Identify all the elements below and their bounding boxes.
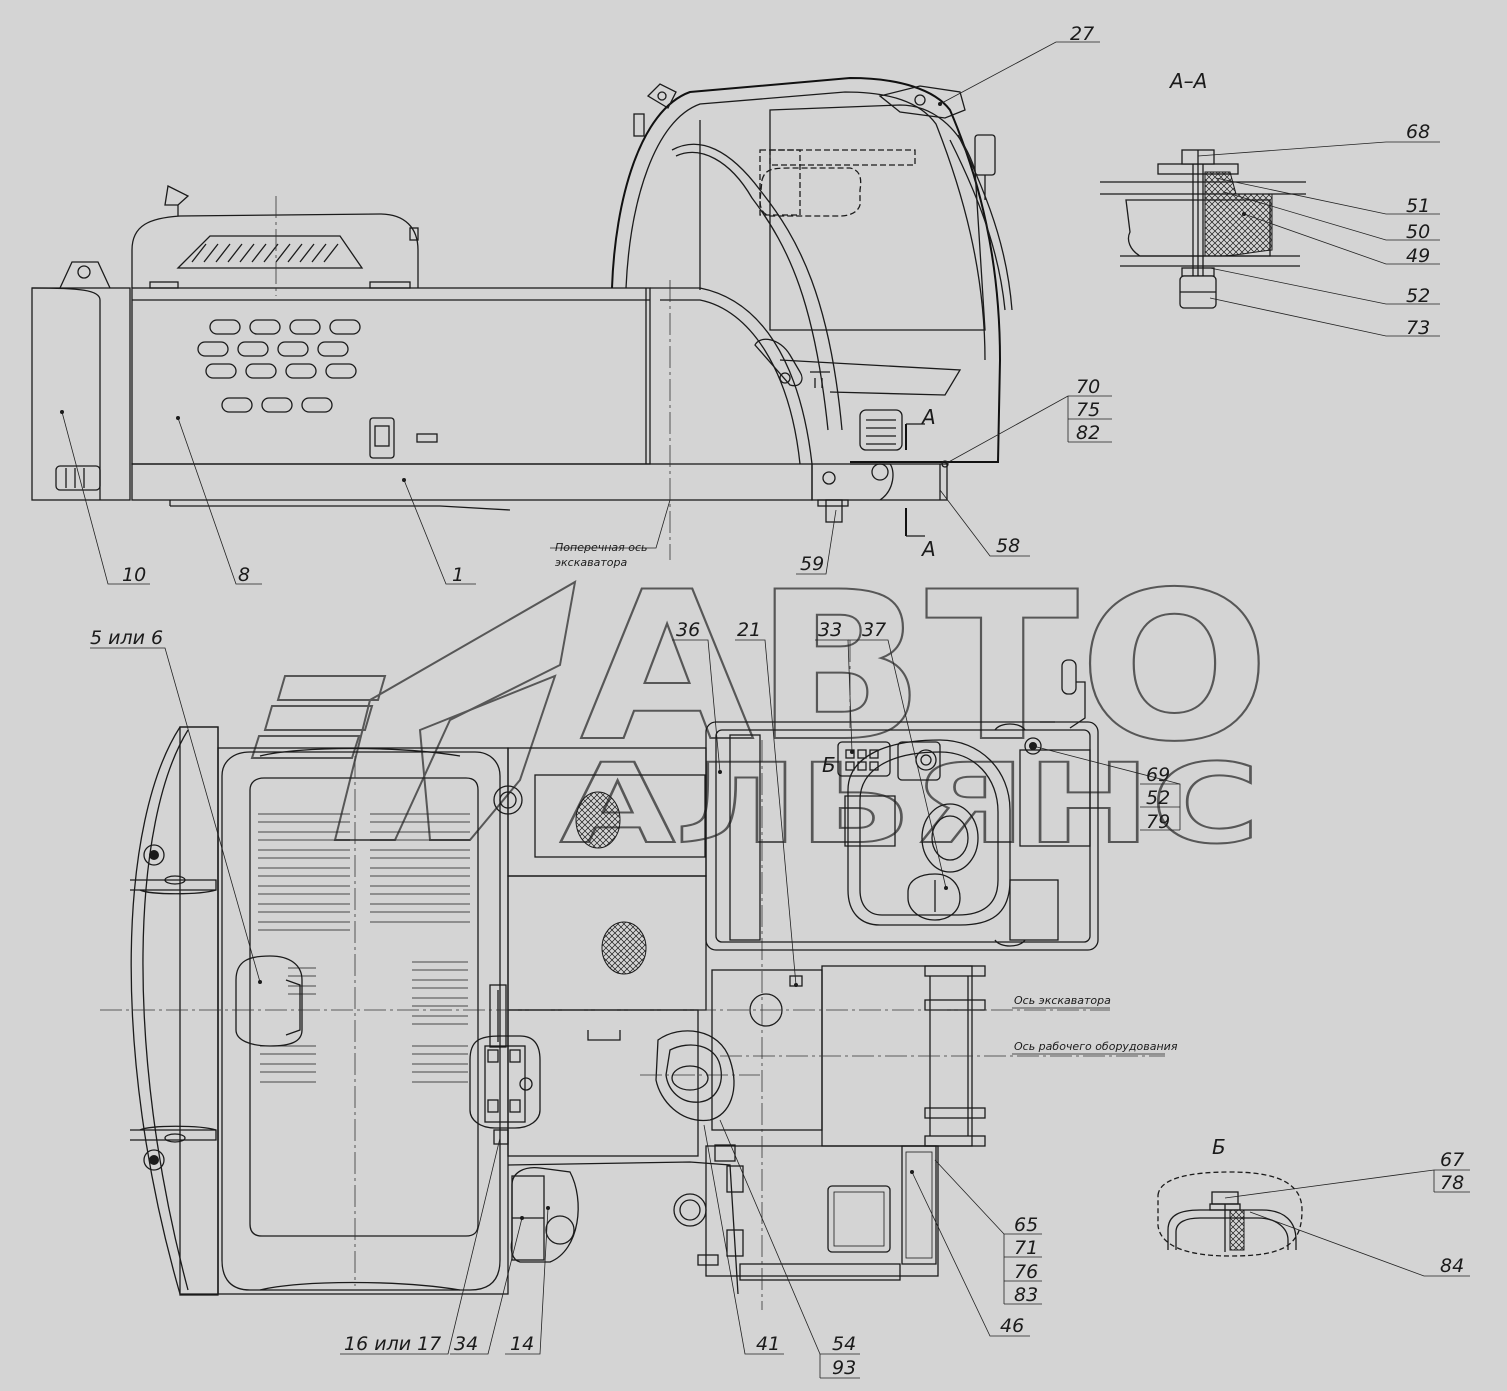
callout-65: 65 [1014,1214,1038,1236]
callout-52-aa: 52 [1406,285,1430,307]
callout-27: 27 [1070,23,1094,45]
hood-plan-louvers-left [258,813,350,1083]
callout-5-or-6: 5 или 6 [90,627,163,649]
battery-disconnect-block [469,1035,541,1129]
step-plate-side [901,1145,937,1265]
engine-hood-side [131,185,419,289]
callout-71: 71 [1014,1237,1038,1259]
cabin-side [611,76,1013,463]
callout-36: 36 [676,619,700,641]
side-panel-louvers [197,319,361,413]
callout-70: 70 [1076,376,1100,398]
callout-83: 83 [1014,1284,1038,1306]
engine-hood-plan [217,747,509,1295]
watermark-line2: АЛЬЯНС [560,740,1260,868]
frame-side [811,460,949,523]
leader-lines [61,41,1470,1379]
counterweight-side [31,261,131,501]
callout-78: 78 [1440,1172,1464,1194]
section-mark-b: Б [822,753,836,777]
callout-10: 10 [122,564,146,586]
callout-21: 21 [737,619,761,641]
side-view: А А [31,76,1013,561]
callout-73: 73 [1406,317,1430,339]
callout-46: 46 [1000,1315,1024,1337]
watermark-stripes-icon [250,580,577,841]
transverse-axis-note-2: экскаватора [555,556,627,569]
callout-68: 68 [1406,121,1430,143]
callout-69: 69 [1146,764,1170,786]
watermark-logo: АВТО АЛЬЯНС [250,548,1271,869]
section-aa: А–А [1100,69,1306,309]
callout-59: 59 [800,553,824,575]
counterweight-bolt-icon [143,1149,165,1171]
callout-8: 8 [238,564,250,586]
transverse-axis-note-1: Поперечная ось [555,541,648,554]
detail-b: Б [1157,1135,1303,1257]
callout-79: 79 [1146,811,1170,833]
cabin-plan [705,640,1099,951]
excavator-axis-note: Ось экскаватора [1014,994,1111,1007]
section-marker-top: А [905,405,936,450]
callout-41: 41 [756,1333,780,1355]
callout-76: 76 [1014,1261,1038,1283]
callout-67: 67 [1440,1149,1464,1171]
callout-34: 34 [454,1333,478,1355]
section-marker-bottom: А [905,508,936,561]
callout-14: 14 [510,1333,534,1355]
callout-75: 75 [1076,399,1100,421]
body-side-panel [131,287,813,511]
detail-b-title: Б [1212,1135,1226,1159]
callout-54: 54 [832,1333,856,1355]
callout-labels: 27 68 51 50 49 52 73 70 75 82 58 59 10 8… [90,23,1464,1379]
counterweight-bolt-icon [143,844,165,866]
hood-vent-slots [191,243,339,263]
callout-dots [60,102,1246,1220]
hood-plan-louvers-right [370,813,470,1083]
section-aa-title: А–А [1168,69,1207,93]
step-plate-front [827,1185,891,1253]
swing-drive [640,1030,760,1122]
callout-84: 84 [1440,1255,1464,1277]
callout-1: 1 [452,564,464,586]
fuel-tank-hump [645,287,813,465]
callout-51: 51 [1406,195,1430,217]
section-mark-a-top: А [920,405,936,429]
counterweight-plan [130,726,219,1296]
callout-82: 82 [1076,422,1100,444]
callout-49: 49 [1406,245,1430,267]
callout-16-or-17: 16 или 17 [344,1333,441,1355]
callout-37: 37 [862,619,886,641]
callout-58: 58 [996,535,1020,557]
callout-93: 93 [832,1357,856,1379]
section-mark-a-bottom: А [920,537,936,561]
callout-52-top: 52 [1146,787,1170,809]
callout-50: 50 [1406,221,1430,243]
callout-33: 33 [818,619,842,641]
work-equipment-axis-note: Ось рабочего оборудования [1014,1040,1178,1053]
top-view: Б [100,640,1165,1310]
